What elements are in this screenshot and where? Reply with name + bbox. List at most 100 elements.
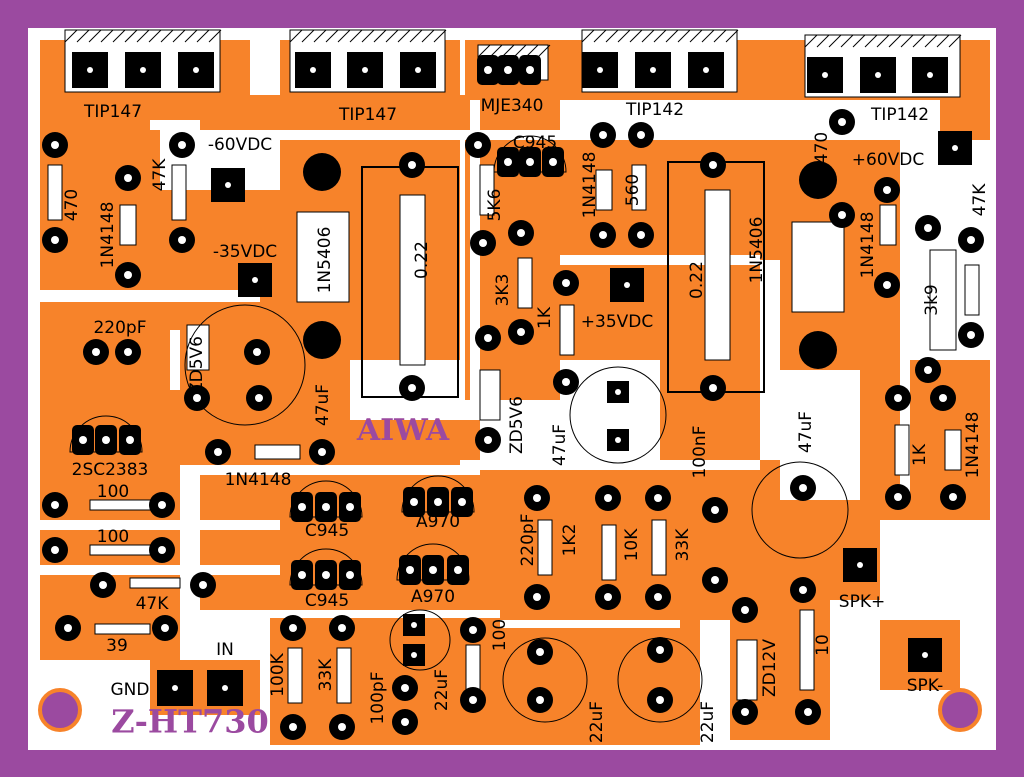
component-outline [479,164,495,216]
drill-hole [479,239,487,247]
hatch-line [725,29,739,43]
hatch-line [124,29,138,43]
drill-hole [517,328,525,336]
drill-hole [411,652,417,658]
hatch-line [385,29,399,43]
component-outline [517,257,533,309]
silkscreen-label: ZD5V6 [507,396,527,454]
drill-hole [549,158,557,166]
silkscreen-label: 100 [97,527,129,547]
drill-hole [504,66,512,74]
silkscreen-label: 22uF [432,669,452,711]
drill-hole [322,571,330,579]
silkscreen-label: TIP147 [338,105,397,125]
drill-hole [51,141,59,149]
hatch-line [677,29,691,43]
drill-hole [952,145,958,151]
silkscreen-label: A970 [411,587,455,607]
silkscreen-label: 100nF [690,425,710,478]
component-outline [791,221,845,313]
drill-hole [637,131,645,139]
silkscreen-label: 39 [106,636,128,656]
drill-hole [161,624,169,632]
drill-hole [741,708,749,716]
hatch-line [513,44,527,58]
drill-hole [222,685,228,691]
silkscreen-label: IN [216,640,234,660]
drill-hole [140,67,146,73]
drill-hole [255,394,263,402]
drill-hole [927,72,933,78]
drill-hole [193,67,199,73]
silkscreen-label: 1N4148 [580,152,600,219]
silkscreen-label: 470 [812,132,832,164]
hatch-line [653,29,667,43]
drill-hole [338,723,346,731]
hatch-line [840,34,854,48]
hatch-line [593,29,607,43]
component-outline [879,204,897,246]
hatch-line [924,34,938,48]
component-outline [399,194,426,366]
hatch-line [88,29,102,43]
drill-hole [624,282,630,288]
hatch-line [689,29,703,43]
drill-hole [799,586,807,594]
hatch-line [828,34,842,48]
hatch-line [196,29,210,43]
drill-hole [517,229,525,237]
drill-hole [615,437,621,443]
drill-hole [298,503,306,511]
silkscreen-label: 2SC2383 [72,460,149,480]
drill-hole [894,493,902,501]
hatch-line [936,34,950,48]
drill-hole [526,66,534,74]
silkscreen-label: MJE340 [481,96,544,116]
hatch-line [477,44,491,58]
hatch-line [433,29,447,43]
copper-clearance [40,520,280,530]
drill-hole [124,271,132,279]
drill-hole [401,718,409,726]
drill-hole [474,141,482,149]
drill-hole [318,448,326,456]
silkscreen-label: A970 [416,512,460,532]
drill-hole [875,72,881,78]
drill-hole [709,161,717,169]
hatch-line [421,29,435,43]
silkscreen-label: 3K3 [493,274,513,307]
drill-hole [51,501,59,509]
drill-hole [484,334,492,342]
hatch-line [337,29,351,43]
hatch-line [136,29,150,43]
large-pad [303,321,341,359]
component-outline [929,249,957,351]
drill-hole [703,67,709,73]
copper-trace [700,500,880,600]
large-pad [799,331,837,369]
silkscreen-label: TIP142 [625,100,684,120]
silkscreen-label: 1N5406 [747,217,767,284]
capacitor-outline [389,609,451,671]
drill-hole [158,546,166,554]
hatch-line [409,29,423,43]
drill-hole [536,696,544,704]
hatch-line [148,29,162,43]
silkscreen-label: 33K [316,658,336,692]
silkscreen-label: GND [111,680,150,700]
hatch-line [581,29,595,43]
silkscreen-label: 47uF [313,384,333,426]
silkscreen-label: 47K [150,158,170,192]
drill-hole [415,67,421,73]
copper-clearance [470,100,480,420]
component-outline [287,647,303,704]
mounting-hole [938,688,982,732]
silkscreen-label: 1K [535,306,555,329]
drill-hole [252,277,258,283]
drill-hole [338,624,346,632]
hatch-line [184,29,198,43]
drill-hole [650,67,656,73]
silkscreen-label: 100K [268,652,288,696]
component-outline [601,524,617,581]
model-label: Z-HT730 [111,703,268,741]
